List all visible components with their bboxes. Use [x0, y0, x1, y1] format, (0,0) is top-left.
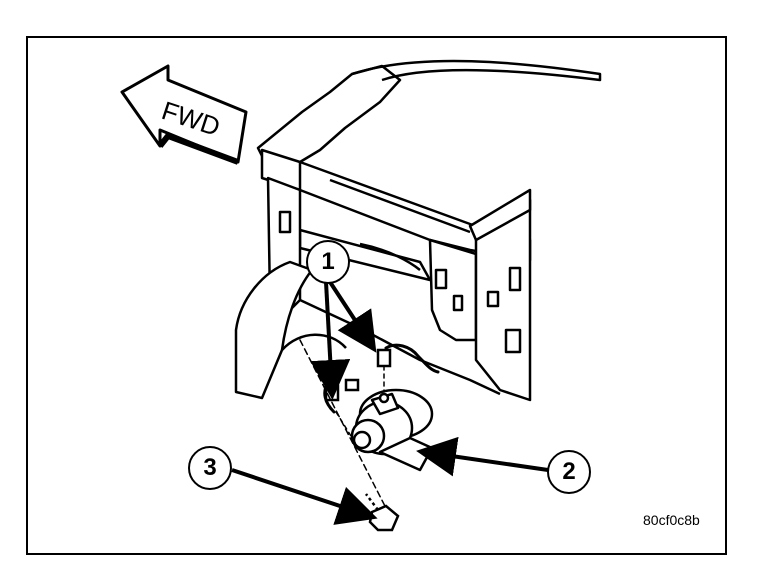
figure-id: 80cf0c8b: [643, 512, 700, 528]
leader-1a: [310, 281, 351, 400]
callout-1: 1: [306, 240, 350, 284]
leader-lines: [231, 280, 549, 525]
callout-3-number: 3: [203, 454, 217, 481]
leader-1b: [328, 280, 377, 353]
leader-3: [231, 468, 378, 525]
callout-1-number: 1: [321, 248, 335, 275]
radiator-support: [234, 59, 602, 402]
callout-3: 3: [188, 446, 232, 490]
mounting-bolt: [365, 493, 400, 532]
leader-2: [416, 436, 549, 477]
horn-assembly: [350, 388, 434, 472]
callout-2-number: 2: [562, 458, 576, 485]
fwd-arrow-icon: FWD: [120, 64, 248, 165]
callout-2: 2: [547, 450, 591, 494]
